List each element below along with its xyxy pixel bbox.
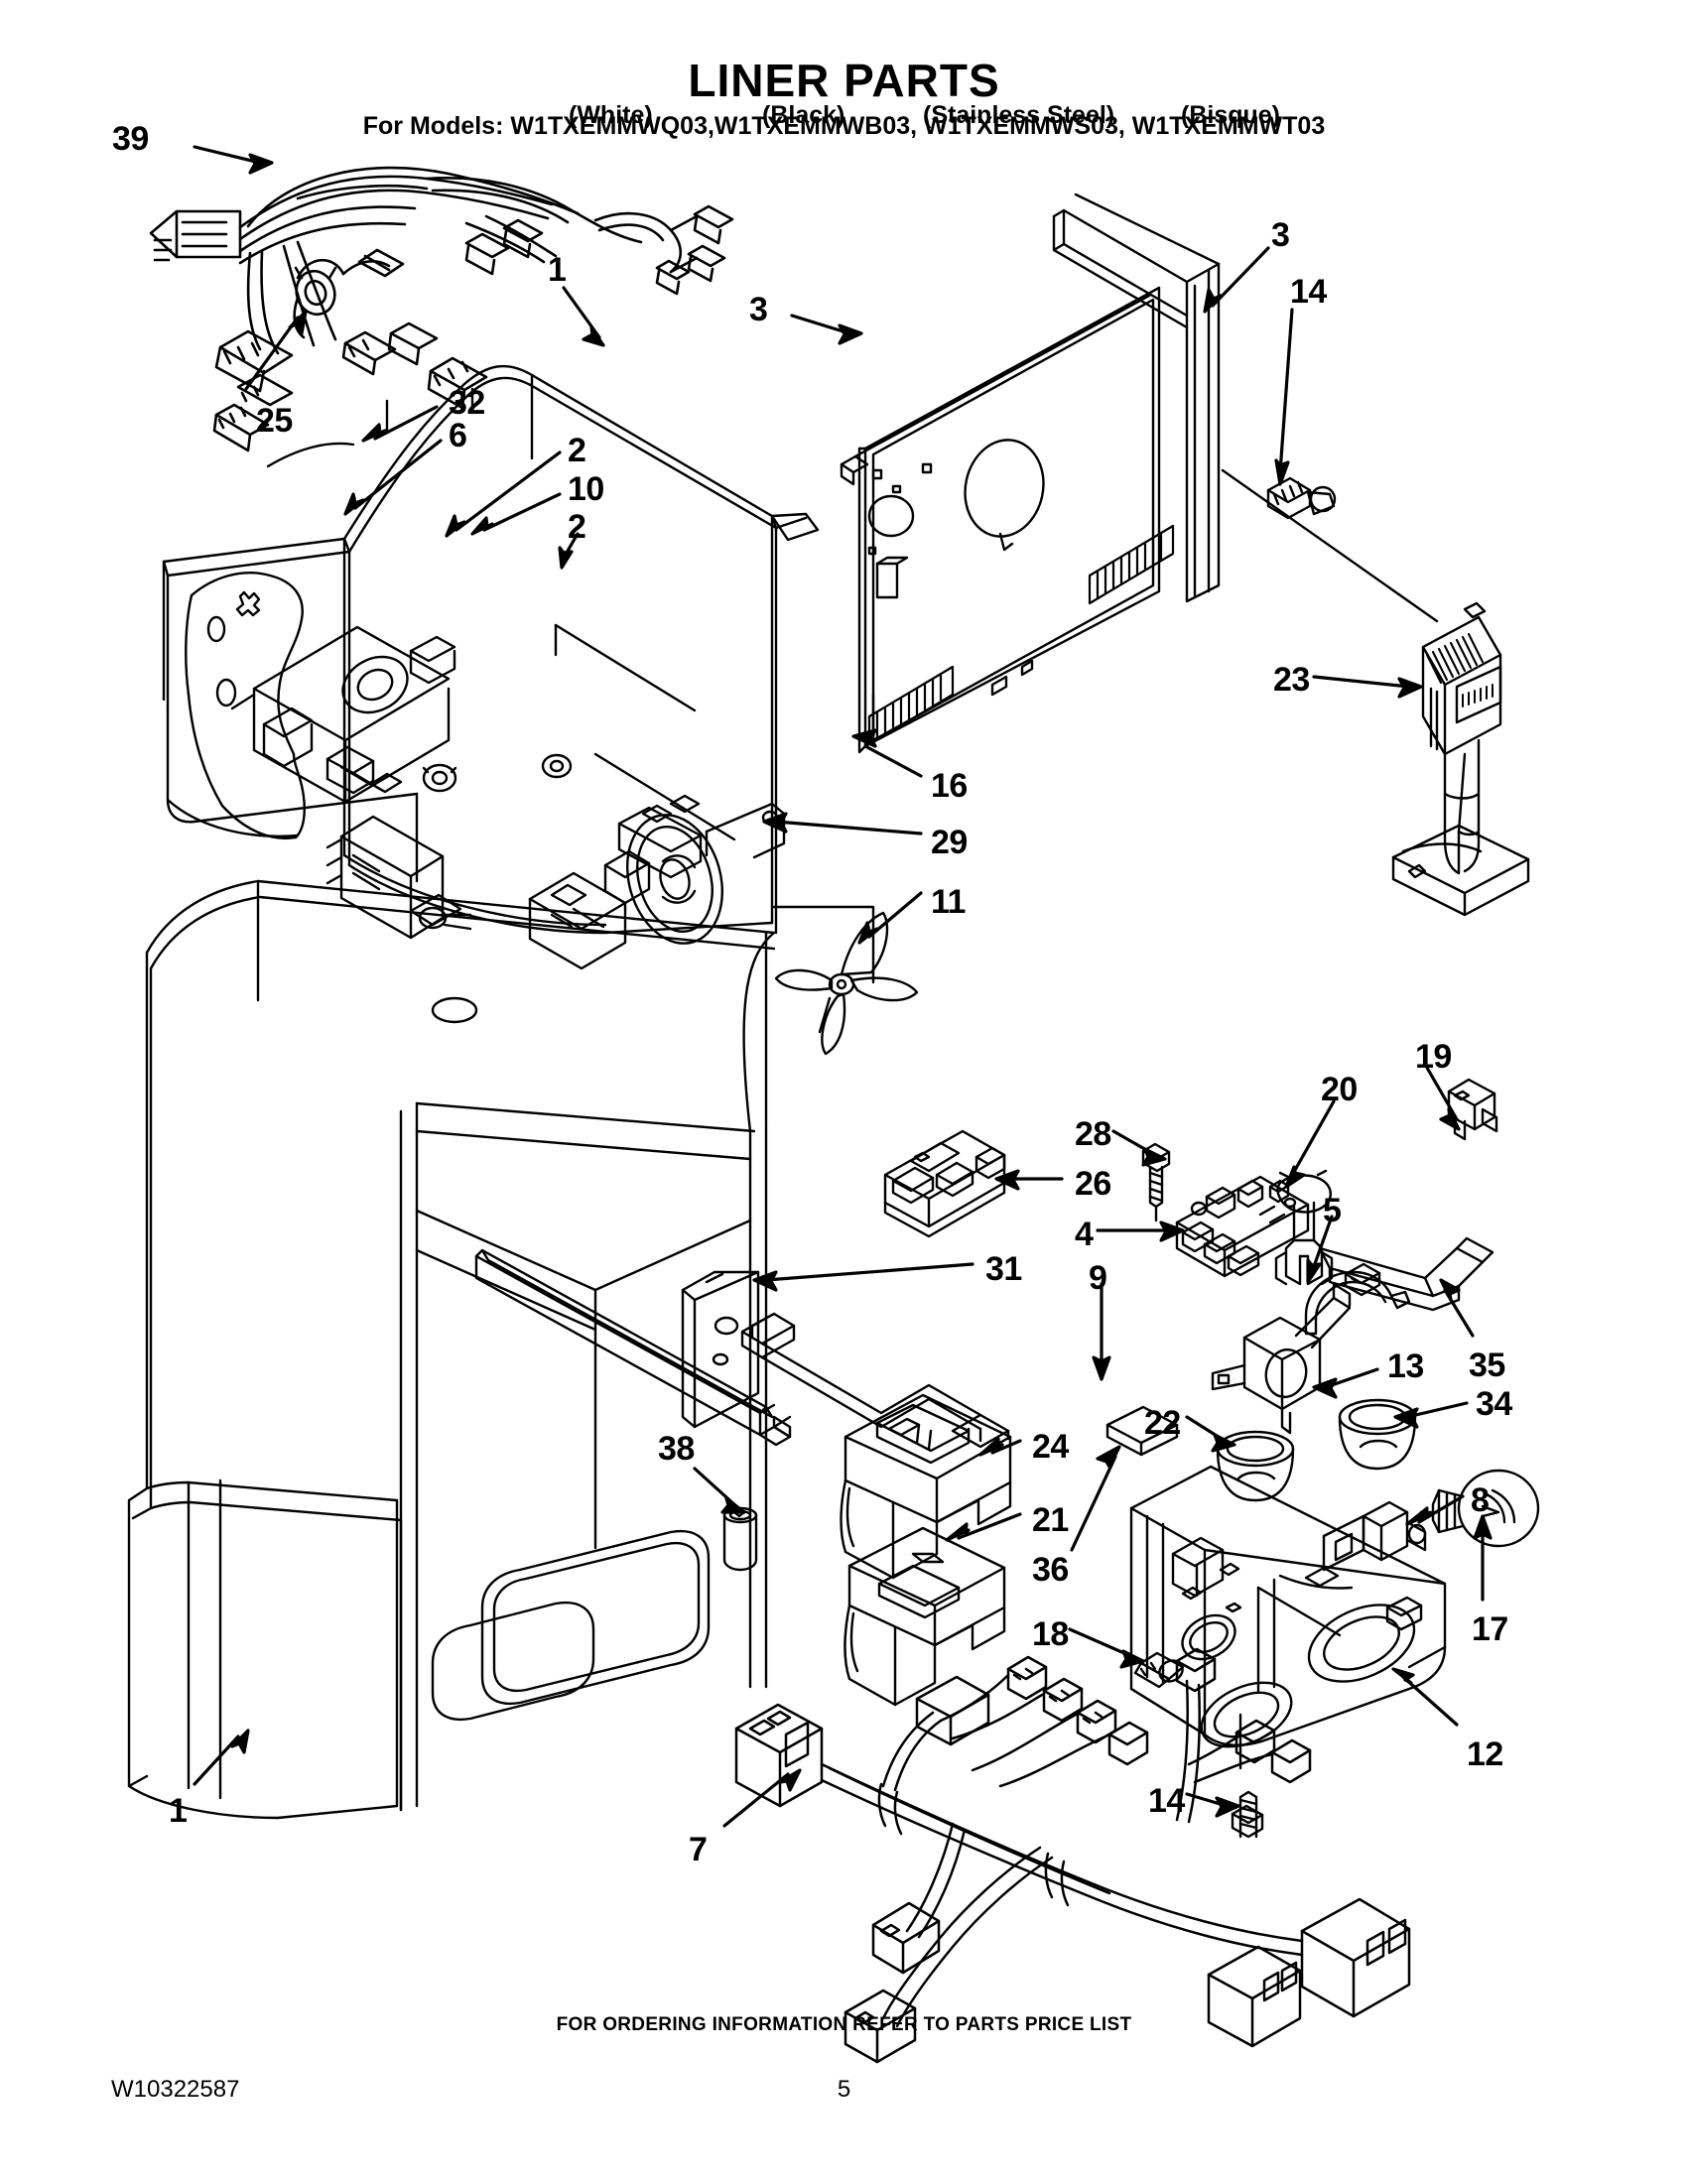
part-6-damper-screw	[325, 745, 403, 795]
part-12-light-housing	[1129, 1465, 1447, 1748]
footer-ordering-note: FOR ORDERING INFORMATION REFER TO PARTS …	[556, 2014, 1132, 2035]
callout-13: 13	[1387, 1348, 1424, 1385]
callout-4: 4	[1075, 1216, 1094, 1253]
part-11-fan-blade	[772, 905, 919, 1056]
callout-1-upper: 1	[548, 251, 567, 289]
part-26-control-board-cover	[883, 1129, 1006, 1238]
callout-35: 35	[1469, 1347, 1505, 1384]
part-13-valve-bracket	[1211, 1282, 1352, 1435]
part-9-drain-bracket	[740, 1312, 1010, 1449]
callout-6: 6	[449, 417, 467, 454]
part-3-rear-gasket-trim	[1052, 193, 1221, 603]
page-title: LINER PARTS	[688, 55, 1000, 106]
part-16-rear-liner-panel	[840, 286, 1175, 754]
part-14-screw-lower	[1231, 1713, 1264, 1839]
callout-28: 28	[1075, 1115, 1111, 1153]
part-17-lamp-socket	[1322, 1500, 1427, 1572]
part-24-air-duct-upper	[840, 1393, 1012, 1580]
part-2-grommets	[422, 753, 573, 793]
callout-9: 9	[1089, 1259, 1107, 1297]
footer-doc-number: W10322587	[111, 2076, 240, 2103]
part-18-small-bulb	[1133, 1651, 1185, 1689]
callout-39: 39	[112, 120, 149, 158]
color-label-black: (Black)	[762, 101, 845, 129]
callout-32: 32	[449, 384, 485, 422]
color-label-white: (White)	[569, 101, 653, 129]
callout-21: 21	[1032, 1501, 1069, 1539]
part-14-screw-upper	[1266, 476, 1337, 520]
part-10-thermostat	[325, 815, 472, 940]
callout-14-upper: 14	[1290, 273, 1327, 311]
callout-2-lower: 2	[568, 508, 586, 546]
callout-leader-lines	[193, 145, 1493, 1828]
diagram-header: LINER PARTS For Models: W1TXEMMWQ03,W1TX…	[0, 58, 1688, 141]
callout-5: 5	[1323, 1192, 1342, 1229]
part-7-main-harness	[734, 1647, 1411, 2064]
callout-26: 26	[1075, 1165, 1111, 1203]
part-4-control-board	[1175, 1175, 1310, 1278]
footer-page-number: 5	[837, 2076, 851, 2103]
part-23-air-duct	[1221, 468, 1530, 917]
callout-17: 17	[1472, 1610, 1508, 1648]
part-22-grommet	[1216, 1430, 1295, 1502]
part-21-air-duct-lower	[844, 1526, 1006, 1707]
callout-16: 16	[931, 767, 968, 805]
callout-31: 31	[985, 1250, 1022, 1288]
freezer-door-liner-left	[266, 442, 355, 468]
callout-7: 7	[689, 1831, 708, 1868]
part-34-grommet	[1338, 1398, 1417, 1471]
callout-18: 18	[1032, 1615, 1069, 1653]
callout-23: 23	[1273, 661, 1310, 699]
callout-10: 10	[568, 470, 604, 508]
part-29-evaporator-fan-motor	[528, 794, 786, 970]
callout-34: 34	[1476, 1385, 1512, 1423]
callout-36: 36	[1032, 1551, 1069, 1589]
drain-trough-rail	[474, 1248, 792, 1447]
callout-25: 25	[256, 402, 293, 440]
callout-20: 20	[1321, 1071, 1358, 1108]
callout-14-lower: 14	[1148, 1782, 1185, 1820]
callout-3-front: 3	[749, 291, 768, 328]
callout-3-rear: 3	[1271, 216, 1290, 254]
part-8-light-bulb	[1419, 1469, 1540, 1548]
part-1-freezer-liner	[162, 364, 820, 935]
callout-19: 19	[1415, 1038, 1452, 1076]
callout-24: 24	[1032, 1428, 1069, 1466]
models-line: For Models: W1TXEMMWQ03,W1TXEMMWB03, W1T…	[362, 112, 1326, 140]
part-31-mounting-plate	[681, 1270, 760, 1429]
part-35-support-bracket	[1318, 1236, 1494, 1312]
callout-11: 11	[931, 883, 966, 921]
callout-8: 8	[1471, 1481, 1490, 1519]
part-1-lower-liner	[127, 879, 776, 1820]
callout-22: 22	[1144, 1404, 1181, 1442]
part-32-damper-control	[230, 625, 456, 804]
callout-2-upper: 2	[568, 432, 586, 469]
callout-12: 12	[1467, 1735, 1503, 1773]
part-36-duct-clip	[1105, 1405, 1179, 1457]
color-label-stainless: (Stainless Steel)	[923, 101, 1115, 129]
color-label-bisque: (Bisque)	[1181, 101, 1280, 129]
part-19-wire-clip	[1447, 1078, 1498, 1141]
callout-1-lower: 1	[169, 1792, 188, 1830]
model-color-labels: (White) (Black) (Stainless Steel) (Bisqu…	[0, 101, 1688, 133]
callout-38: 38	[658, 1430, 695, 1468]
callout-29: 29	[931, 824, 968, 861]
